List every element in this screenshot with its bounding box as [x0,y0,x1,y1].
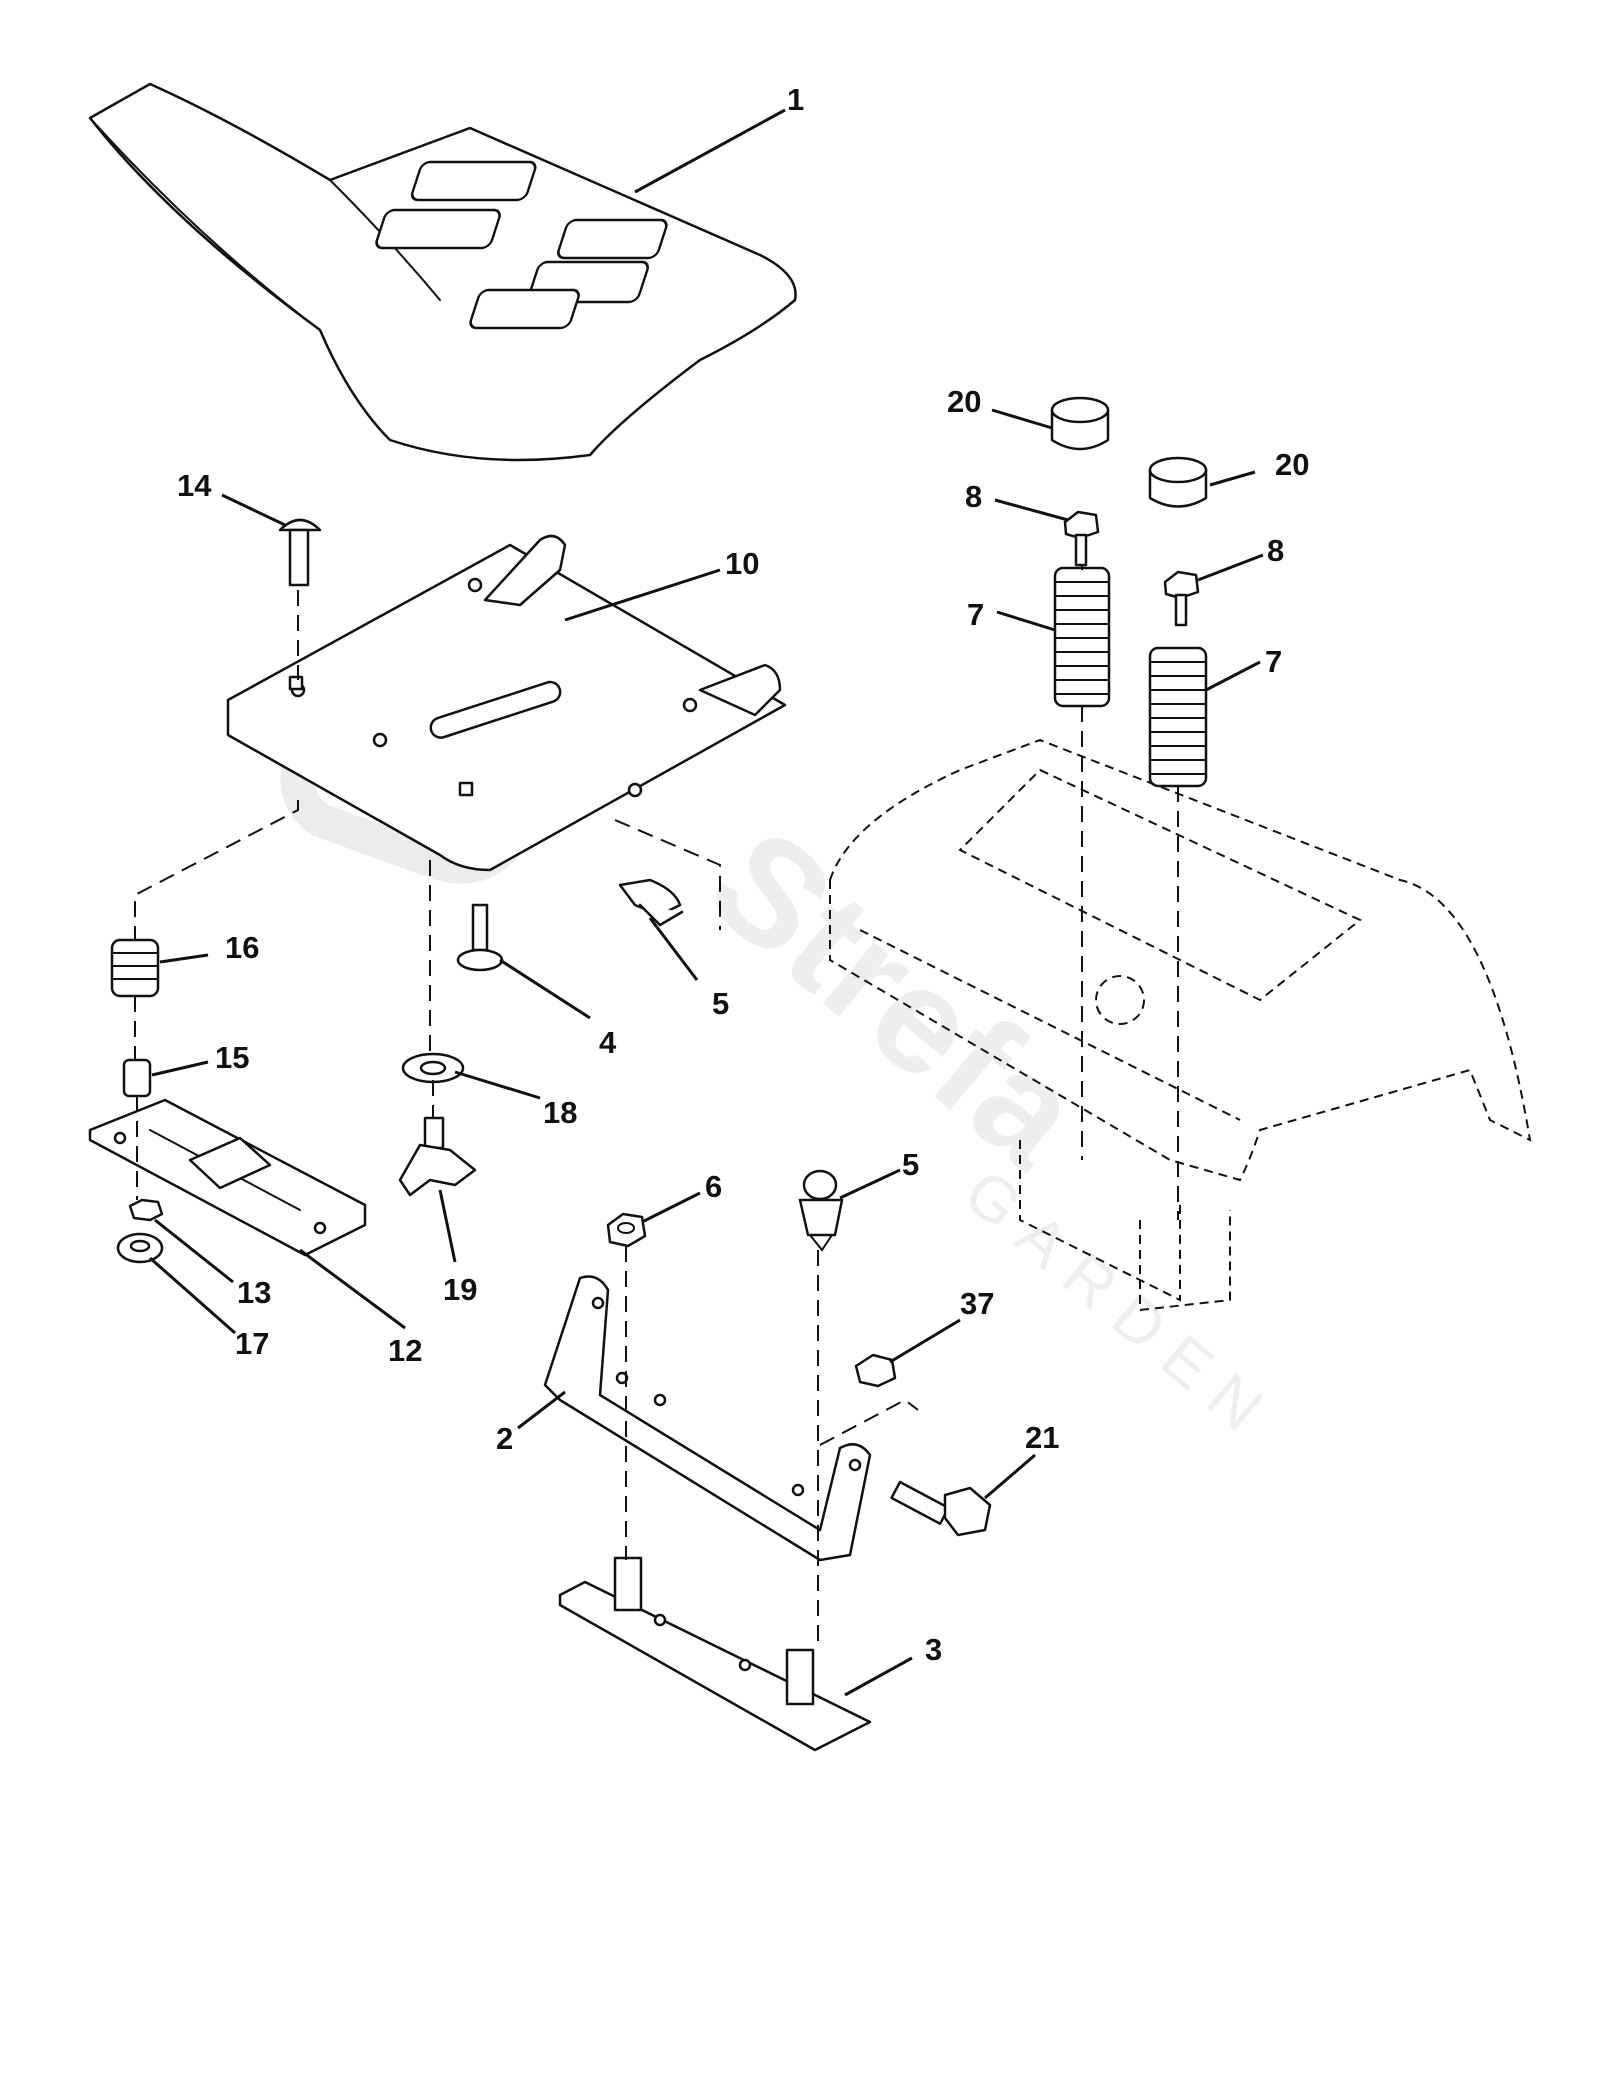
part-spacer-right [1148,456,1208,508]
callout-6: 6 [705,1169,722,1204]
callout-18: 18 [543,1095,577,1130]
callout-19: 19 [443,1272,477,1307]
part-flange-bolt-right [1163,570,1200,627]
callout-1: 1 [787,82,804,117]
part-seat-bracket [543,1275,872,1562]
part-knob-upper [618,878,684,927]
callout-7-right: 7 [1265,644,1282,679]
callout-10: 10 [725,546,759,581]
callout-20-right: 20 [1275,447,1309,482]
part-seat [88,82,797,462]
callout-12: 12 [388,1333,422,1368]
part-bushing [122,1058,152,1098]
callout-5-upper: 5 [712,986,729,1021]
part-flange-nut [116,1232,164,1264]
part-flange-bolt-left [1063,510,1100,567]
callout-8-left: 8 [965,479,982,514]
watermark-brand: Strefa [679,796,1114,1199]
callout-20-left: 20 [947,384,981,419]
part-washer [401,1052,465,1084]
part-spring-right [1148,646,1208,788]
part-wing-knob [398,1116,477,1197]
part-shoulder-bolt [456,903,504,972]
assembly-lines [134,565,1179,1650]
part-spacer-left [1050,396,1110,451]
callout-4: 4 [599,1025,617,1060]
callout-5-lower: 5 [902,1147,919,1182]
part-base-plate [558,1556,872,1752]
callout-21: 21 [1025,1420,1059,1455]
callout-8-right: 8 [1267,533,1284,568]
watermark-tagline: GARDEN [951,1156,1290,1457]
callout-15: 15 [215,1040,249,1075]
part-small-spring [110,938,160,998]
fender-outline [829,738,1532,1312]
leader-lines [149,108,1264,1697]
part-slide-bracket [88,1098,367,1257]
callout-3: 3 [925,1632,942,1667]
callout-37: 37 [960,1286,994,1321]
part-hex-nut-small [128,1198,164,1222]
part-carriage-bolt [278,518,322,587]
callout-14: 14 [177,468,212,503]
callout-13: 13 [237,1275,271,1310]
part-seat-pan [226,534,787,872]
part-knob-lower [798,1169,844,1252]
callout-labels: 1 2 3 4 5 5 6 7 7 8 8 10 12 13 14 15 16 … [177,82,1309,1667]
part-hex-bolt [890,1480,992,1537]
callout-17: 17 [235,1326,269,1361]
callout-7-left: 7 [967,597,984,632]
part-spring-left [1053,566,1111,708]
part-lock-nut [606,1212,647,1248]
callout-16: 16 [225,930,259,965]
part-nut-37 [854,1353,897,1388]
callout-2: 2 [496,1421,513,1456]
